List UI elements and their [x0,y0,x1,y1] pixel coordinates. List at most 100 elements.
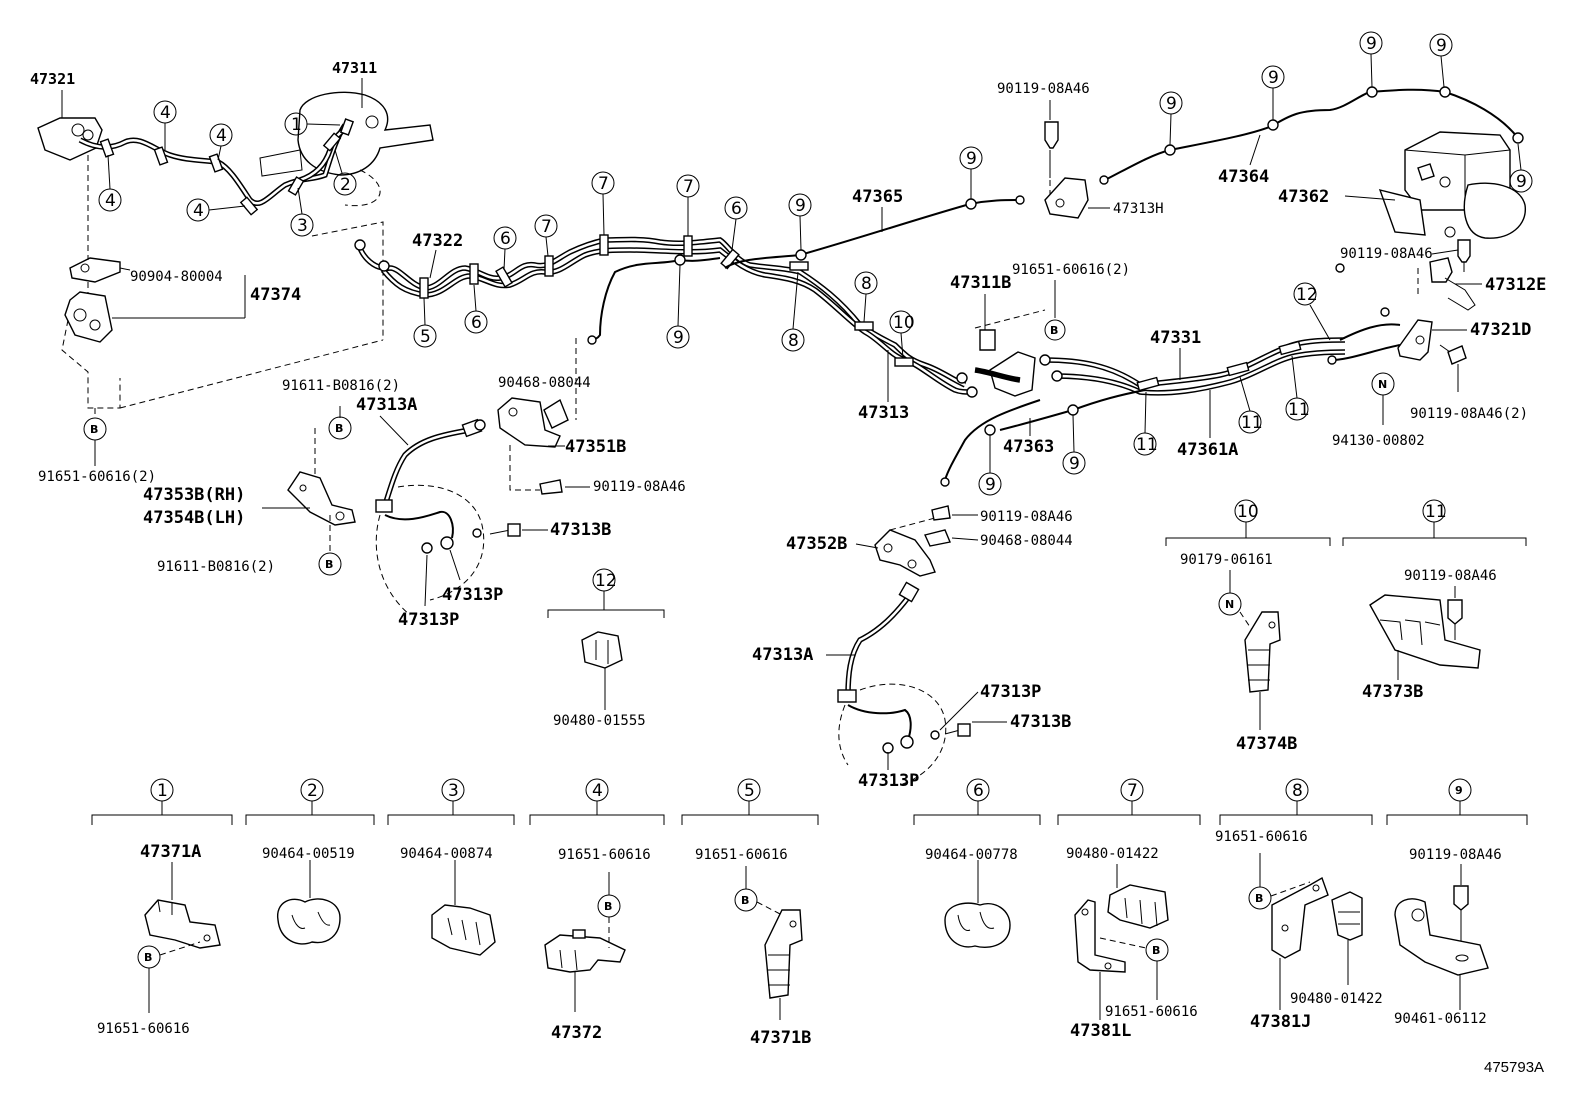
part-90468-08044-b-label: 90468-08044 [980,533,1073,549]
part-90119-08a46-m2-label: 90119-08A46 [980,509,1073,525]
part-90461-06112-label: 90461-06112 [1394,1011,1487,1027]
detail-3: 3 [387,778,515,956]
ref-n-letter: N [1225,598,1234,611]
part-90480-01555-label: 90480-01555 [553,713,646,729]
callout-4: 4 [193,201,204,221]
detail-8: 8 B [1219,778,1373,1010]
callout-7: 7 [1127,781,1138,801]
part-90464-00778-label: 90464-00778 [925,847,1018,863]
bracket-47321d [1327,263,1467,392]
part-91611-b0816-2-label: 91611-B0816(2) [282,378,400,394]
callout-6: 6 [500,229,511,249]
callout-7: 7 [541,217,552,237]
detail-1: 1 B [91,778,233,1013]
part-47313a-label: 47313A [356,395,417,415]
part-91651-60616-g1-label: 91651-60616 [97,1021,190,1037]
part-47352b-label: 47352B [786,534,847,554]
ref-b-letter: B [604,900,612,913]
callout-11: 11 [1136,435,1158,455]
part-47331-label: 47331 [1150,328,1201,348]
callout-6: 6 [731,199,742,219]
bracket-47312e [1417,239,1476,311]
callout-4: 4 [216,126,227,146]
part-47313p-c-label: 47313P [980,682,1041,702]
part-47311b-label: 47311B [950,273,1011,293]
callout-9: 9 [795,196,806,216]
ref-n-letter: N [1378,378,1387,391]
callouts-rear-line: 9 9 11 11 11 12 [978,282,1331,496]
part-47354b-lh-label: 47354B(LH) [143,508,245,528]
ref-b-letter: B [741,894,749,907]
callout-8: 8 [788,331,799,351]
callout-1: 1 [157,781,168,801]
part-47361a-label: 47361A [1177,440,1238,460]
bracket-47352b [874,505,951,577]
callout-4: 4 [105,191,116,211]
part-47371a-label: 47371A [140,842,201,862]
callouts-line-47364: 9 9 9 9 9 [1159,31,1533,193]
callout-10: 10 [893,313,915,333]
detail-6: 6 [913,778,1041,948]
part-90480-01422-b-label: 90480-01422 [1290,991,1383,1007]
part-90464-00874-label: 90464-00874 [400,846,493,862]
part-90119-08a46-11-label: 90119-08A46 [1404,568,1497,584]
callout-6: 6 [471,313,482,333]
callout-9: 9 [966,149,977,169]
ref-b-icon [1044,319,1066,341]
part-90119-08a46-label: 90119-08A46 [593,479,686,495]
part-90119-08a46-top-label: 90119-08A46 [997,81,1090,97]
part-47313p-d-label: 47313P [858,771,919,791]
ref-b-letter: B [335,422,343,435]
part-47322-label: 47322 [412,231,463,251]
part-90119-08a46-2-label: 90119-08A46(2) [1410,406,1528,422]
callouts-main-line: 5 6 6 7 7 7 6 9 9 8 8 10 9 [413,146,983,359]
detail-2: 2 [245,778,375,945]
part-90119-08a46-r-label: 90119-08A46 [1340,246,1433,262]
part-47373b-label: 47373B [1362,682,1423,702]
part-91651-60616-g8-label: 91651-60616 [1215,829,1308,845]
part-91651-60616-2-label: 91651-60616(2) [38,469,156,485]
callout-4: 4 [592,781,603,801]
callout-1: 1 [291,115,302,135]
part-91651-60616-g5-label: 91651-60616 [695,847,788,863]
part-47372-label: 47372 [551,1023,602,1043]
part-47364-label: 47364 [1218,167,1269,187]
callout-9: 9 [985,475,996,495]
ref-b-icon [328,416,352,440]
detail-11: 11 [1342,499,1527,680]
callout-11: 11 [1288,400,1310,420]
bracket-47311b [974,309,1046,397]
part-47313a-b-label: 47313A [752,645,813,665]
part-47371b-label: 47371B [750,1028,811,1048]
rear-bracket-group-left [287,406,356,555]
detail-7: 7 B [1057,778,1201,1020]
diagram-id: 475793A [1484,1059,1544,1076]
ref-b-letter: B [325,558,333,571]
main-brake-line [354,234,978,398]
part-47353b-rh-label: 47353B(RH) [143,485,245,505]
part-47363-label: 47363 [1003,437,1054,457]
callout-5: 5 [744,781,755,801]
ref-b-letter: B [1255,892,1263,905]
part-90179-06161-label: 90179-06161 [1180,552,1273,568]
part-47313b-label: 47313B [550,520,611,540]
callout-7: 7 [683,177,694,197]
detail-4: 4 B [529,778,665,1012]
callout-11: 11 [1425,502,1447,522]
callout-8: 8 [1292,781,1303,801]
callout-3: 3 [297,216,308,236]
detail-12: 12 [547,568,665,710]
part-47313p-label: 47313P [442,585,503,605]
part-90480-01422-a-label: 90480-01422 [1066,846,1159,862]
callout-9: 9 [1366,34,1377,54]
callout-9: 9 [1436,36,1447,56]
bracket-47313h [1044,121,1089,219]
part-47374b-label: 47374B [1236,734,1297,754]
part-47313b-b-label: 47313B [1010,712,1071,732]
master-cylinder-group [37,91,434,216]
part-47351b-label: 47351B [565,437,626,457]
callout-9: 9 [1069,454,1080,474]
ref-b-letter: B [90,423,98,436]
part-90464-00519-label: 90464-00519 [262,846,355,862]
